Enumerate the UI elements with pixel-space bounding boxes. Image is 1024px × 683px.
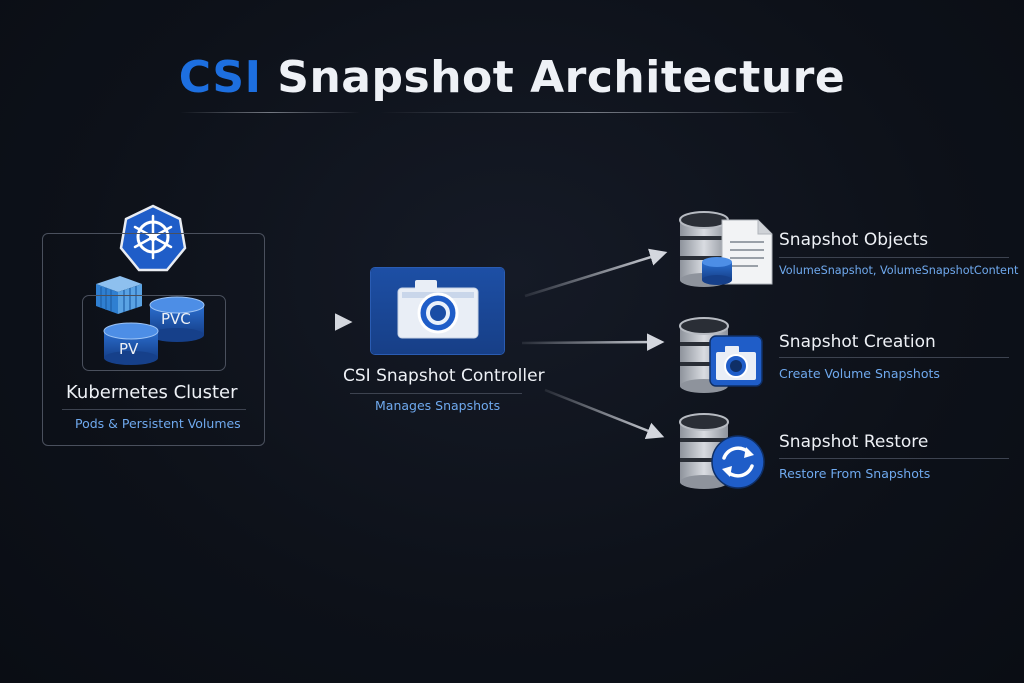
database-camera-icon: [679, 317, 763, 394]
pod-volume-group: [82, 295, 226, 371]
database-document-icon: [679, 211, 773, 288]
camera-icon: [397, 280, 479, 339]
output-divider-objects: [779, 257, 1009, 258]
title-accent: CSI: [178, 52, 262, 103]
pv-label: PV: [119, 340, 139, 358]
pv-disk-icon: [103, 322, 159, 365]
output-subtitle-objects: VolumeSnapshot, VolumeSnapshotContent: [779, 264, 1019, 277]
output-divider-creation: [779, 357, 1009, 358]
output-title-creation: Snapshot Creation: [779, 332, 936, 352]
cluster-subtitle: Pods & Persistent Volumes: [75, 416, 241, 431]
arrow-to-snapshot-objects: [524, 248, 668, 298]
controller-subtitle: Manages Snapshots: [375, 398, 501, 413]
cluster-title: Kubernetes Cluster: [66, 382, 238, 403]
output-subtitle-restore: Restore From Snapshots: [779, 466, 931, 481]
controller-camera-tile: [371, 268, 504, 354]
title-rest: Snapshot Architecture: [277, 52, 846, 103]
kubernetes-cluster-panel: [42, 233, 265, 446]
output-divider-restore: [779, 458, 1009, 459]
arrow-to-snapshot-creation: [521, 333, 665, 351]
output-title-restore: Snapshot Restore: [779, 432, 929, 452]
container-icon: [96, 276, 142, 314]
database-restore-icon: [679, 413, 765, 490]
pvc-disk-icon: [149, 296, 205, 342]
controller-title: CSI Snapshot Controller: [343, 366, 545, 386]
title-underline-left: [180, 112, 360, 113]
pvc-label: PVC: [161, 310, 191, 328]
title-underline-right: [380, 112, 800, 113]
cluster-divider: [62, 409, 246, 410]
page-title: CSI Snapshot Architecture: [0, 52, 1024, 103]
output-subtitle-creation: Create Volume Snapshots: [779, 366, 940, 381]
arrow-to-snapshot-restore: [544, 388, 665, 439]
output-title-objects: Snapshot Objects: [779, 230, 929, 250]
kubernetes-helm-icon: [119, 204, 187, 272]
controller-divider: [350, 393, 522, 394]
